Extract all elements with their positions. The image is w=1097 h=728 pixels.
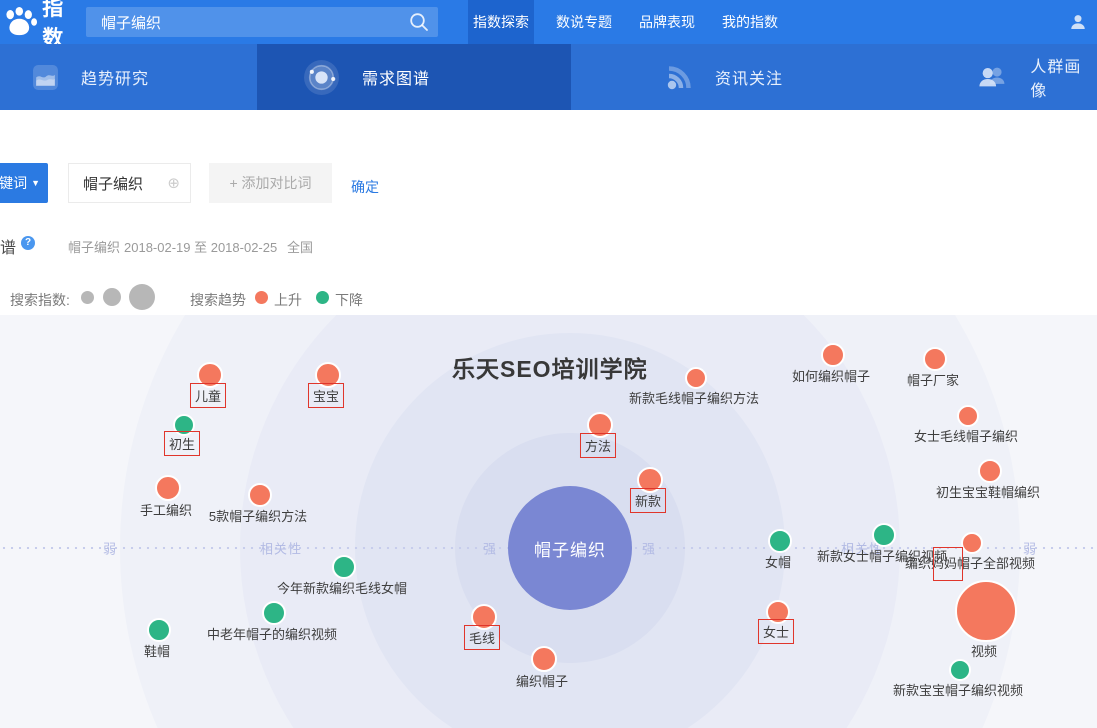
help-icon[interactable]: ? — [21, 236, 35, 250]
bubble-label[interactable]: 儿童 — [189, 383, 227, 408]
meta-region: 全国 — [287, 240, 314, 255]
chevron-down-icon: ▼ — [31, 178, 40, 188]
meta-keyword: 帽子编织 — [68, 240, 121, 255]
bubble-down[interactable] — [173, 414, 195, 436]
tab-news-attention[interactable]: 资讯关注 — [571, 44, 885, 110]
nav-item-my-index[interactable]: 我的指数 — [722, 14, 778, 30]
nav-item-data-topics[interactable]: 数说专题 — [556, 14, 612, 30]
trend-chart-icon — [33, 64, 58, 90]
bubble-down[interactable] — [949, 659, 971, 681]
top-header: 指数 指数探索 数说专题 品牌表现 我的指数 — [0, 0, 1097, 50]
bubble-label[interactable]: 编织妈妈帽子全部视频 — [904, 556, 1036, 571]
index-size-circle-medium — [103, 288, 121, 306]
trend-up-label: 上升 — [274, 292, 302, 308]
bubble-label[interactable]: 新款宝宝帽子编织视频 — [892, 683, 1024, 698]
axis-label: 强 — [641, 541, 657, 557]
bubble-down[interactable] — [872, 523, 896, 547]
trend-legend-label: 搜索趋势 — [190, 292, 246, 308]
bubble-label[interactable]: 初生宝宝鞋帽编织 — [935, 485, 1041, 500]
search-input[interactable] — [86, 7, 438, 37]
tab-audience-profile[interactable]: 人群画像 — [885, 44, 1097, 110]
bubble-label[interactable]: 新款 — [629, 488, 667, 513]
bubble-label[interactable]: 方法 — [579, 433, 617, 458]
header-search-bar — [86, 7, 438, 37]
nav-item-index-explore[interactable]: 指数探索 — [468, 0, 534, 44]
paw-logo-icon — [6, 7, 38, 36]
bubble-up[interactable] — [155, 475, 181, 501]
axis-label: 相关性 — [840, 541, 884, 557]
bubble-up[interactable] — [961, 532, 983, 554]
bubble-up[interactable] — [955, 580, 1017, 642]
section-title: 需求图谱 — [0, 240, 17, 257]
axis-label: 相关性 — [259, 541, 303, 557]
index-size-circle-large — [129, 284, 155, 310]
nav-item-brand[interactable]: 品牌表现 — [639, 14, 695, 30]
bubble-label[interactable]: 女帽 — [764, 555, 792, 570]
bubble-label[interactable]: 5款帽子编织方法 — [208, 509, 308, 524]
add-compare-word-button[interactable]: + 添加对比词 — [209, 163, 332, 203]
bubble-up[interactable] — [531, 646, 557, 672]
keyword-highlight-box — [933, 547, 963, 581]
bubble-up[interactable] — [923, 347, 947, 371]
bubble-label[interactable]: 手工编织 — [139, 503, 193, 518]
bubble-label[interactable]: 初生 — [163, 431, 201, 456]
index-size-circle-small — [81, 291, 94, 304]
bubble-label[interactable]: 新款毛线帽子编织方法 — [628, 391, 760, 406]
user-icon[interactable] — [1069, 13, 1087, 31]
demand-map: 帽子编织 弱 相关性 强 强 相关性 弱 儿童 宝宝初生手工编织 5款帽子编织方法 方法新款 新款毛… — [0, 315, 1097, 728]
bubble-label[interactable]: 女士毛线帽子编织 — [913, 429, 1019, 444]
search-index-legend-label: 搜索指数: — [10, 292, 70, 308]
bubble-down[interactable] — [147, 618, 171, 642]
bubble-down[interactable] — [768, 529, 792, 553]
meta-date-range: 2018-02-19 至 2018-02-25 — [124, 240, 278, 255]
bubble-label[interactable]: 帽子厂家 — [906, 373, 960, 388]
trend-down-dot — [316, 291, 329, 304]
bubble-label[interactable]: 视频 — [970, 644, 998, 659]
bubble-label[interactable]: 如何编织帽子 — [791, 369, 871, 384]
bubble-label[interactable]: 毛线 — [463, 625, 501, 650]
confirm-button[interactable]: 确定 — [351, 179, 379, 195]
axis-label: 弱 — [1022, 541, 1038, 557]
top-nav: 指数探索 数说专题 品牌表现 我的指数 — [468, 0, 783, 44]
keyword-value: 帽子编织 — [83, 175, 144, 193]
bubble-label[interactable]: 新款女士帽子编织视频 — [816, 549, 948, 564]
search-icon[interactable] — [408, 11, 430, 33]
bubble-label[interactable]: 女士 — [757, 619, 795, 644]
bubble-up[interactable] — [766, 600, 790, 624]
bubble-label[interactable]: 中老年帽子的编织视频 — [206, 627, 338, 642]
tab-label: 人群画像 — [1030, 59, 1082, 100]
bubble-label[interactable]: 宝宝 — [307, 383, 345, 408]
bubble-up[interactable] — [957, 405, 979, 427]
bubble-up[interactable] — [821, 343, 845, 367]
add-word-icon[interactable]: ⊕ — [167, 174, 180, 192]
keyword-box[interactable]: 帽子编织 ⊕ — [68, 163, 191, 203]
trend-down-label: 下降 — [335, 292, 363, 308]
center-node[interactable]: 帽子编织 — [508, 486, 632, 610]
news-rss-icon — [667, 66, 691, 90]
feature-tabs: 趋势研究 需求图谱 资讯关注 — [0, 44, 1097, 110]
bubble-label[interactable]: 鞋帽 — [143, 644, 171, 659]
map-watermark-title: 乐天SEO培训学院 — [452, 356, 648, 382]
tab-trend-research[interactable]: 趋势研究 — [0, 44, 257, 110]
bubble-up[interactable] — [685, 367, 707, 389]
axis-label: 强 — [482, 541, 498, 557]
axis-label: 弱 — [102, 541, 118, 557]
bubble-label[interactable]: 今年新款编织毛线女帽 — [276, 581, 408, 596]
trend-up-dot — [255, 291, 268, 304]
bubble-up[interactable] — [248, 483, 272, 507]
tab-label: 趋势研究 — [81, 71, 150, 88]
orbit-icon — [304, 59, 339, 95]
people-icon — [979, 67, 1005, 86]
bubble-down[interactable] — [262, 601, 286, 625]
tab-label: 资讯关注 — [715, 71, 784, 88]
bubble-up[interactable] — [978, 459, 1002, 483]
bubble-down[interactable] — [332, 555, 356, 579]
tab-label: 需求图谱 — [362, 71, 431, 88]
keyword-type-dropdown[interactable]: 关键词 ▼ — [0, 163, 48, 203]
bubble-label[interactable]: 编织帽子 — [515, 674, 569, 689]
tab-demand-map[interactable]: 需求图谱 — [257, 44, 571, 110]
keyword-dropdown-label: 关键词 — [0, 175, 28, 191]
